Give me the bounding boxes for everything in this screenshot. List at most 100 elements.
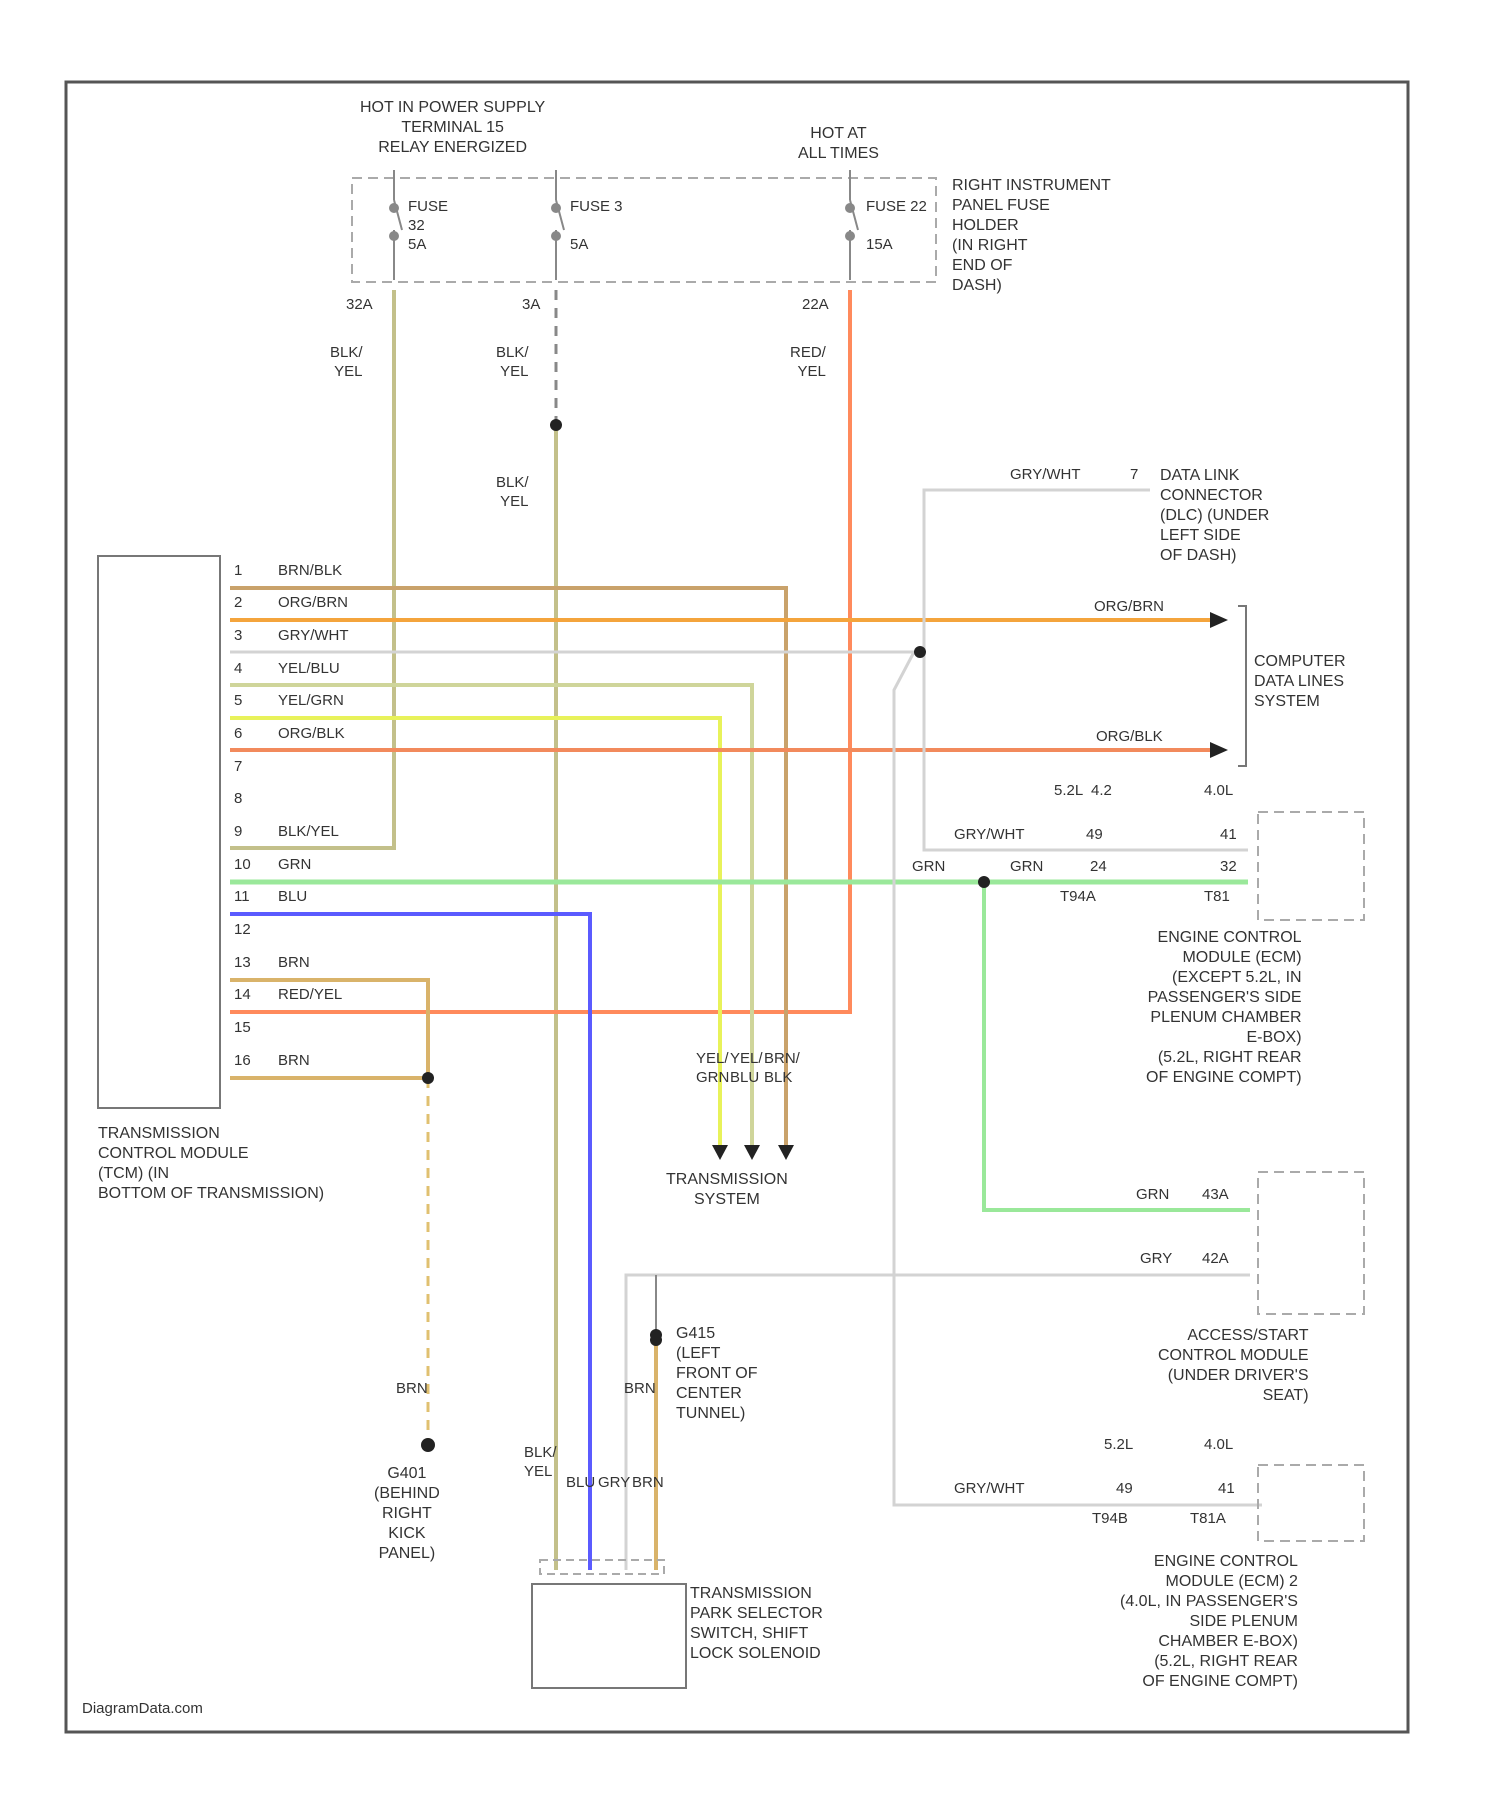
ecm2-variant-a-label: 5.2L [1104, 1436, 1133, 1455]
access-grn-pin-label: 43A [1202, 1186, 1229, 1205]
ecm-pin-a-label: 49 [1086, 826, 1103, 845]
supply-wire-3-label: RED/ YEL [790, 344, 826, 382]
fuse-32-label: FUSE 32 5A [408, 198, 448, 254]
diagram-frame [66, 82, 1408, 1732]
tcm-pin-number: 4 [234, 660, 242, 679]
tcm-pin-wire: RED/YEL [278, 986, 342, 1005]
park-switch-box [532, 1584, 686, 1688]
tcm-pin-wire: BRN [278, 1052, 310, 1071]
ecm-gry-wht-label: GRY/WHT [954, 826, 1025, 845]
hot-at-all-times-label: HOT AT ALL TIMES [798, 124, 879, 164]
arrow-ts-1-icon [712, 1145, 728, 1160]
tcm-pin-number: 8 [234, 790, 242, 809]
ps-wire-1-label: BLK/ YEL [524, 1444, 557, 1482]
tcm-pin-number: 14 [234, 986, 251, 1005]
grn-b-label: GRN [1010, 858, 1043, 877]
engine-variant-b-label: 4.0L [1204, 782, 1233, 801]
g401-label: G401 (BEHIND RIGHT KICK PANEL) [374, 1464, 440, 1564]
dlc-pin-label: 7 [1130, 466, 1138, 485]
ecm-label: ENGINE CONTROL MODULE (ECM) (EXCEPT 5.2L… [1146, 928, 1302, 1088]
g409-label: G415 (LEFT FRONT OF CENTER TUNNEL) [676, 1324, 757, 1424]
fuse-3-terminal: 3A [522, 296, 540, 315]
tcm-pin-number: 7 [234, 758, 242, 777]
cdl-top-wire-label: ORG/BRN [1094, 598, 1164, 617]
tcm-pin-wire: GRN [278, 856, 311, 875]
ecm-pin-b-label: 41 [1220, 826, 1237, 845]
tcm-pin-number: 10 [234, 856, 251, 875]
tcm-pin-number: 9 [234, 823, 242, 842]
tcm-pin-number: 2 [234, 594, 242, 613]
ts-wire-3-label: BRN/ BLK [764, 1050, 800, 1088]
dlc-label: DATA LINK CONNECTOR (DLC) (UNDER LEFT SI… [1160, 466, 1269, 566]
tcm-pin-wire: BLU [278, 888, 307, 907]
footer-watermark: DiagramData.com [82, 1700, 203, 1719]
ecm-conn-b-label: T81 [1204, 888, 1230, 907]
transmission-system-label: TRANSMISSION SYSTEM [666, 1170, 788, 1210]
tcm-pin-number: 11 [234, 888, 250, 907]
access-gry-label: GRY [1140, 1250, 1172, 1269]
power-supply-label: HOT IN POWER SUPPLY TERMINAL 15 RELAY EN… [360, 98, 545, 158]
engine-variants-label: 5.2L 4.2 [1054, 782, 1112, 801]
tcm-pin-wire: BLK/YEL [278, 823, 339, 842]
access-grn-label: GRN [1136, 1186, 1169, 1205]
grn-a-label: GRN [912, 858, 945, 877]
ecm2-pin-b-label: 41 [1218, 1480, 1235, 1499]
ground-g401-icon [421, 1438, 435, 1452]
tcm-pin-wire: BRN/BLK [278, 562, 342, 581]
tcm-pin-number: 12 [234, 921, 251, 940]
fuse-holder-label: RIGHT INSTRUMENT PANEL FUSE HOLDER (IN R… [952, 176, 1111, 296]
ecm2-label: ENGINE CONTROL MODULE (ECM) 2 (4.0L, IN … [1120, 1552, 1298, 1692]
dlc-wire-label: GRY/WHT [1010, 466, 1081, 485]
ecm2-conn-b-label: T81A [1190, 1510, 1226, 1529]
access-gry-pin-label: 42A [1202, 1250, 1229, 1269]
g401-wire-label: BRN [396, 1380, 428, 1399]
fuse-32-icon [390, 170, 402, 280]
tcm-box [98, 556, 220, 1108]
splice-gry-wht [914, 646, 926, 658]
fuse-3-icon [552, 170, 564, 280]
tcm-pin-number: 3 [234, 627, 242, 646]
computer-data-lines-bracket [1238, 606, 1246, 766]
wire-yel-grn [230, 718, 720, 1145]
ecm2-box [1258, 1465, 1364, 1541]
supply-wire-2-label: BLK/ YEL [496, 344, 529, 382]
tcm-pin-number: 16 [234, 1052, 251, 1071]
ecm-box [1258, 812, 1364, 920]
ps-wire-3-label: GRY [598, 1474, 630, 1493]
arrow-ts-3-icon [778, 1145, 794, 1160]
fuse-22-terminal: 22A [802, 296, 829, 315]
access-start-label: ACCESS/START CONTROL MODULE (UNDER DRIVE… [1158, 1326, 1309, 1406]
tcm-pin-number: 13 [234, 954, 251, 973]
tcm-pin-wire: YEL/GRN [278, 692, 344, 711]
fuse-22-label: FUSE 22 15A [866, 198, 927, 254]
ground-g409-top-icon [650, 1329, 662, 1341]
cdl-bottom-wire-label: ORG/BLK [1096, 728, 1163, 747]
wire-gry-wht-dlc [914, 490, 1150, 652]
fuse-3-label: FUSE 3 5A [570, 198, 623, 254]
fuse-32-terminal: 32A [346, 296, 373, 315]
grn-pin-a-label: 24 [1090, 858, 1107, 877]
ecm-conn-a-label: T94A [1060, 888, 1096, 907]
tcm-pin-wire: ORG/BLK [278, 725, 345, 744]
tcm-pin-wire: GRY/WHT [278, 627, 349, 646]
access-start-box [1258, 1172, 1364, 1314]
tcm-pin-number: 6 [234, 725, 242, 744]
tcm-pin-wire: ORG/BRN [278, 594, 348, 613]
ps-wire-2-label: BLU [566, 1474, 595, 1493]
computer-data-lines-label: COMPUTER DATA LINES SYSTEM [1254, 652, 1346, 712]
supply-wire-2b-label: BLK/ YEL [496, 474, 529, 512]
splice-g401 [422, 1072, 434, 1084]
tcm-pin-number: 1 [234, 562, 242, 581]
tcm-pin-wire: YEL/BLU [278, 660, 340, 679]
splice-blk-yel [550, 419, 562, 431]
ecm2-variant-b-label: 4.0L [1204, 1436, 1233, 1455]
grn-pin-b-label: 32 [1220, 858, 1237, 877]
ecm2-conn-a-label: T94B [1092, 1510, 1128, 1529]
arrow-org-blk-icon [1210, 742, 1228, 758]
fuse-22-icon [846, 170, 858, 280]
park-switch-connector [540, 1560, 664, 1574]
tcm-label: TRANSMISSION CONTROL MODULE (TCM) (IN BO… [98, 1124, 324, 1204]
ecm2-pin-a-label: 49 [1116, 1480, 1133, 1499]
tcm-pin-number: 15 [234, 1019, 251, 1038]
